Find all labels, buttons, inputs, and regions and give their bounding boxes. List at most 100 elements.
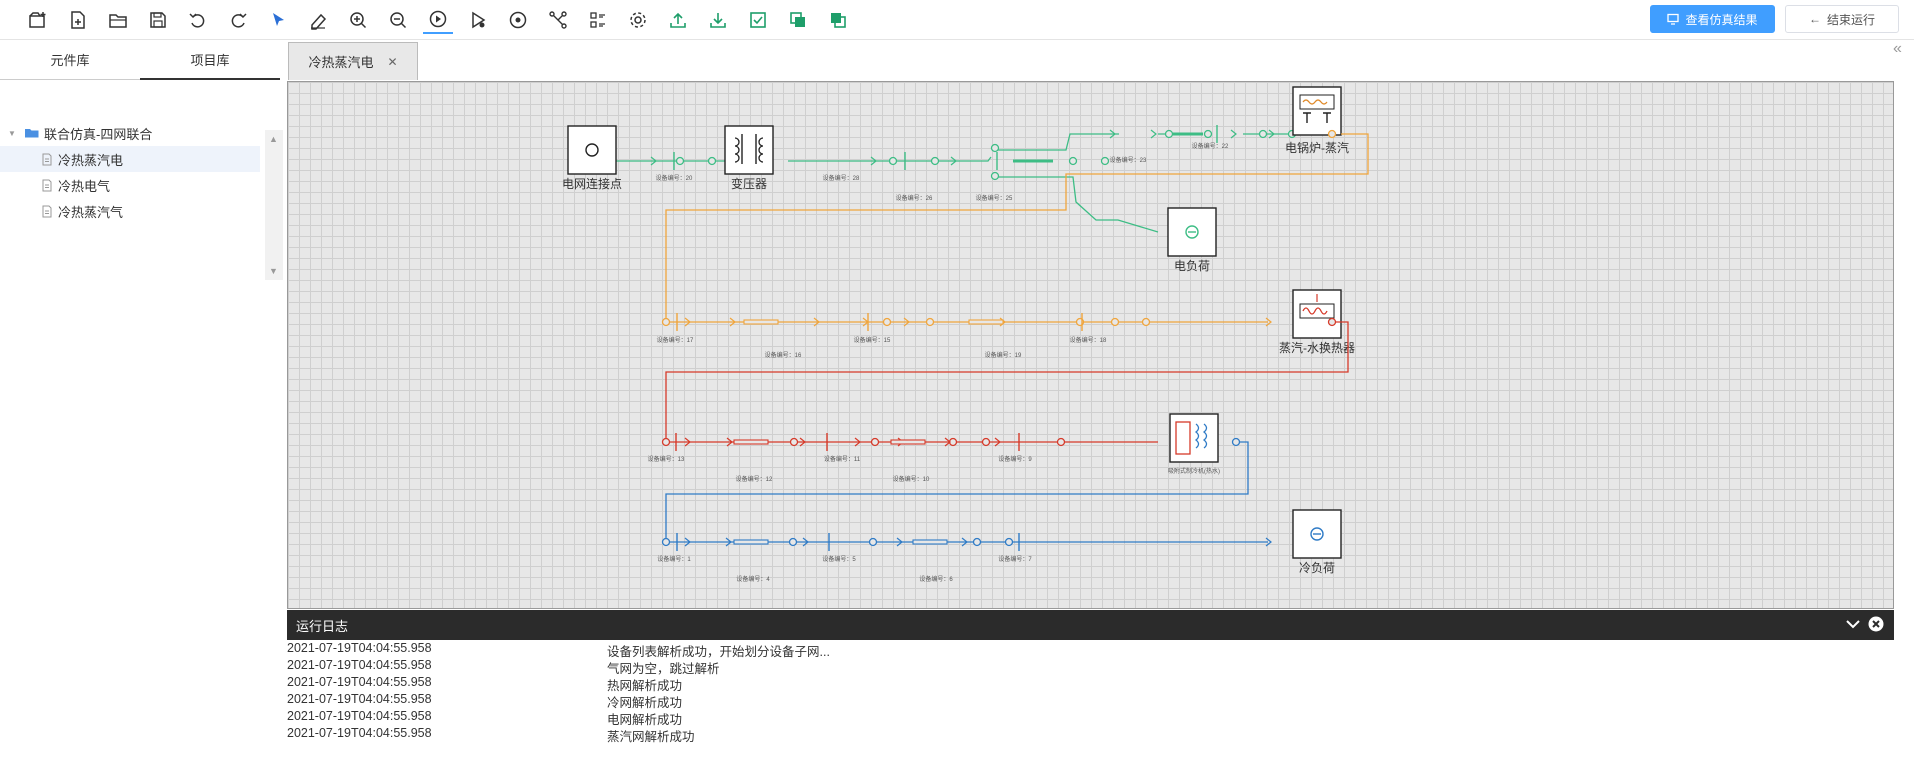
pipe-segment[interactable] xyxy=(733,539,769,545)
device-list-icon[interactable] xyxy=(583,6,613,34)
electric-load[interactable] xyxy=(1167,207,1217,257)
close-tab-icon[interactable]: ✕ xyxy=(387,54,398,69)
port-node[interactable] xyxy=(707,156,717,166)
redo-icon[interactable] xyxy=(223,6,253,34)
scroll-up-icon[interactable]: ▲ xyxy=(269,134,278,144)
device-tag: 设备编号：1 xyxy=(657,555,691,563)
component-label: 蒸汽-水换热器 xyxy=(1279,340,1355,355)
caret-down-icon[interactable]: ▼ xyxy=(8,128,16,138)
collapse-panel-icon[interactable]: « xyxy=(1893,40,1902,57)
port-node[interactable] xyxy=(930,156,940,166)
open-folder-icon[interactable] xyxy=(103,6,133,34)
transformer[interactable] xyxy=(724,125,774,175)
port-node[interactable] xyxy=(1141,317,1151,327)
port-node[interactable] xyxy=(882,317,892,327)
new-project-icon[interactable] xyxy=(23,6,53,34)
pipe-segment[interactable] xyxy=(968,319,1004,325)
port-node[interactable] xyxy=(661,437,671,447)
copy-icon[interactable] xyxy=(783,6,813,34)
zoom-in-icon[interactable] xyxy=(343,6,373,34)
electric-pipe[interactable] xyxy=(788,156,992,162)
paste-icon[interactable] xyxy=(823,6,853,34)
select-pointer-icon[interactable] xyxy=(263,6,293,34)
pipe-segment[interactable] xyxy=(733,439,769,445)
step-run-icon[interactable] xyxy=(463,6,493,34)
flow-arrow xyxy=(961,537,968,547)
view-simulation-result-button[interactable]: 查看仿真结果 xyxy=(1650,5,1775,33)
tree-root-node[interactable]: ▼ 联合仿真-四网联合 xyxy=(0,120,260,146)
port-node[interactable] xyxy=(661,537,671,547)
record-icon[interactable] xyxy=(503,6,533,34)
pipe-segment[interactable] xyxy=(743,319,779,325)
steam-water-heat-exchanger[interactable] xyxy=(1292,289,1342,339)
tree-item-cold-heat-steam-elec[interactable]: 冷热蒸汽电 xyxy=(0,146,260,172)
run-simulation-icon[interactable] xyxy=(423,6,453,34)
port-node[interactable] xyxy=(888,156,898,166)
download-icon[interactable] xyxy=(703,6,733,34)
electric-pipe[interactable] xyxy=(996,176,1159,233)
port-node[interactable] xyxy=(1327,129,1337,139)
port-node[interactable] xyxy=(990,143,1000,153)
grid-connection-point[interactable] xyxy=(567,125,617,175)
tree-scrollbar[interactable]: ▲ ▼ xyxy=(265,130,283,280)
port-node[interactable] xyxy=(870,437,880,447)
port-node[interactable] xyxy=(1164,129,1174,139)
electric-pipe[interactable] xyxy=(996,133,1119,151)
pipe-segment[interactable] xyxy=(912,539,948,545)
device-list-icon xyxy=(590,12,605,28)
port-node[interactable] xyxy=(1056,437,1066,447)
electric-boiler-steam[interactable] xyxy=(1292,86,1342,136)
port-node[interactable] xyxy=(1068,156,1078,166)
eraser-icon[interactable] xyxy=(303,6,333,34)
check-icon[interactable] xyxy=(743,6,773,34)
pipe-segment[interactable] xyxy=(890,439,926,445)
device-tag: 设备编号：28 xyxy=(823,174,860,182)
log-title: 运行日志 xyxy=(296,618,349,634)
end-run-button[interactable]: ← 结束运行 xyxy=(1785,5,1899,33)
heat-pipe[interactable] xyxy=(665,321,1349,442)
undo-icon[interactable] xyxy=(183,6,213,34)
cold-pipe[interactable] xyxy=(665,441,1249,542)
scroll-down-icon[interactable]: ▼ xyxy=(269,266,278,276)
connect-icon[interactable] xyxy=(543,6,573,34)
absorption-chiller[interactable] xyxy=(1169,413,1219,463)
open-folder-icon xyxy=(109,14,127,28)
new-file-icon[interactable] xyxy=(63,6,93,34)
port-node[interactable] xyxy=(925,317,935,327)
port-node[interactable] xyxy=(789,437,799,447)
save-icon[interactable] xyxy=(143,6,173,34)
upload-icon[interactable] xyxy=(663,6,693,34)
port-node[interactable] xyxy=(868,537,878,547)
port-node[interactable] xyxy=(675,156,685,166)
port-node[interactable] xyxy=(788,537,798,547)
zoom-out-icon[interactable] xyxy=(383,6,413,34)
tab-document[interactable]: 冷热蒸汽电 ✕ xyxy=(288,42,418,80)
port-node[interactable] xyxy=(972,537,982,547)
tab-component-library[interactable]: 元件库 xyxy=(0,40,140,80)
tree-item-cold-heat-steam-gas[interactable]: 冷热蒸汽气 xyxy=(0,198,260,224)
port-node[interactable] xyxy=(1258,129,1268,139)
steam-pipe[interactable] xyxy=(665,133,1369,322)
port-node[interactable] xyxy=(1231,437,1241,447)
undo-icon xyxy=(189,13,205,28)
port-node[interactable] xyxy=(981,437,991,447)
port-node[interactable] xyxy=(1004,537,1014,547)
port-node[interactable] xyxy=(990,171,1000,181)
component-label: 电锅炉-蒸汽 xyxy=(1285,140,1349,155)
port-node[interactable] xyxy=(1110,317,1120,327)
settings-gear-icon[interactable] xyxy=(623,6,653,34)
tree-item-cold-heat-elec-gas[interactable]: 冷热电气 xyxy=(0,172,260,198)
port-node[interactable] xyxy=(1203,129,1213,139)
log-message: 蒸汽网解析成功 xyxy=(607,730,695,744)
port-node[interactable] xyxy=(1100,156,1110,166)
tab-project-library[interactable]: 项目库 xyxy=(140,40,280,80)
chevron-down-icon[interactable] xyxy=(1846,619,1860,629)
cold-load[interactable] xyxy=(1292,509,1342,559)
close-circle-icon[interactable] xyxy=(1868,616,1884,632)
port-node[interactable] xyxy=(661,317,671,327)
port-node[interactable] xyxy=(1327,317,1337,327)
